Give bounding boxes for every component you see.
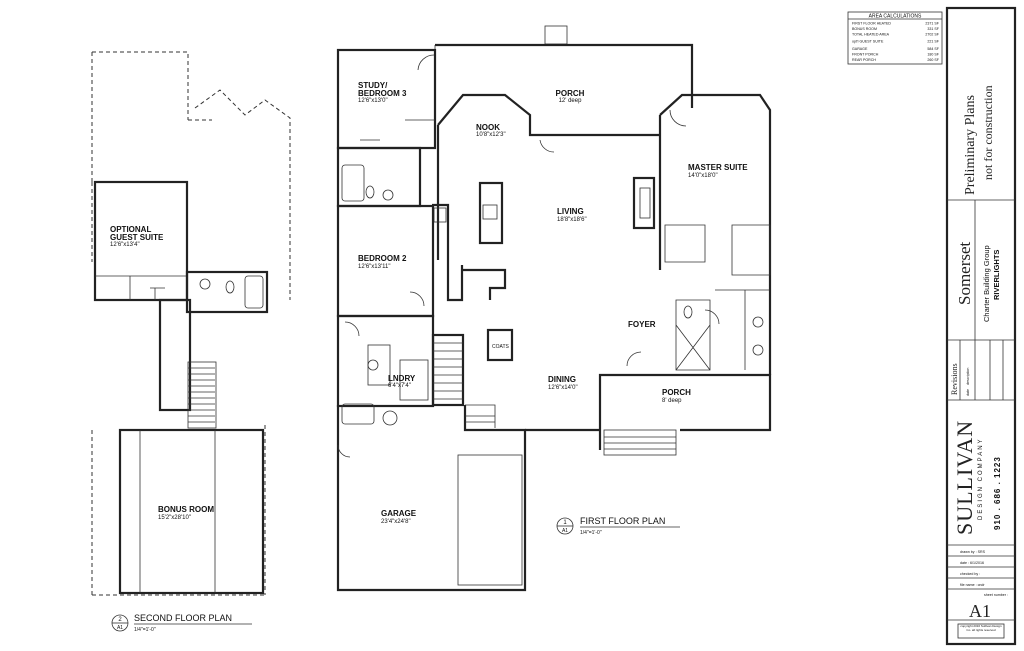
rev-date-header: date	[966, 389, 970, 396]
coats-label: COATS	[492, 344, 510, 350]
client-subdivision: RIVERLIGHTS	[992, 250, 1001, 300]
project-name: Somerset	[955, 241, 974, 305]
plan-number: 2	[118, 617, 122, 623]
rear-porch-label: PORCH	[556, 89, 585, 98]
dining-label: DINING	[548, 375, 576, 384]
area-row-value: 260 SF	[927, 58, 939, 62]
bonus-room-walls	[118, 428, 265, 595]
nook-label: NOOK	[476, 123, 500, 132]
sheet-number: A1	[969, 601, 991, 621]
checked-by: checked by :	[960, 572, 980, 576]
master-suite-label: MASTER SUITE	[688, 163, 748, 172]
chimney	[544, 25, 568, 45]
guest-suite-walls	[93, 180, 189, 302]
study-label-2: BEDROOM 3	[358, 89, 407, 98]
first-floor-plan: STUDY/ BEDROOM 3 12'6"x13'0" PORCH 12' d…	[336, 25, 772, 592]
company-subtitle: DESIGN COMPANY	[978, 437, 984, 520]
front-porch-label: PORCH	[662, 388, 691, 397]
guest-suite-label-2: GUEST SUITE	[110, 233, 164, 242]
laundry-dim: 6'4"x7'4"	[388, 383, 411, 389]
file-name: file name : cndr	[960, 583, 985, 587]
kitchen-island	[478, 181, 504, 245]
area-row-label: TOTAL HEATED AREA	[852, 32, 890, 36]
guest-bath-walls	[185, 270, 269, 314]
area-row-label: BONUS ROOM	[852, 27, 877, 31]
rev-desc-header: description	[966, 368, 970, 385]
area-row-value: 2702 SF	[925, 32, 939, 36]
second-floor-plan: OPTIONAL GUEST SUITE 12'6"x13'4" BONUS R…	[91, 51, 291, 633]
garage-dim: 23'4"x24'8"	[381, 519, 411, 525]
company-phone: 910 . 686 . 1223	[993, 456, 1002, 530]
drawing-date: date : 6/1/2016	[960, 561, 984, 565]
bedroom2-label: BEDROOM 2	[358, 254, 407, 263]
bonus-room-dim: 15'2"x28'10"	[158, 515, 191, 521]
area-row-value: 2371 SF	[925, 22, 939, 26]
plan-sheet-ref: A1	[117, 625, 123, 631]
bedroom2-dim: 12'6"x13'11"	[358, 264, 390, 270]
first-floor-title: FIRST FLOOR PLAN	[580, 516, 665, 526]
prelim-plans-text: Preliminary Plans	[963, 95, 978, 195]
front-porch-dim: 8' deep	[662, 398, 682, 404]
area-row-value: 331 SF	[927, 27, 939, 31]
title-block: Preliminary Plans not for construction S…	[945, 6, 1017, 646]
area-row-value: 180 SF	[927, 53, 939, 57]
area-row-value: 584 SF	[927, 47, 939, 51]
dining-dim: 12'6"x14'0"	[548, 385, 578, 391]
master-suite-dim: 14'0"x18'0"	[688, 173, 718, 179]
first-plan-sheet-ref: A1	[562, 528, 568, 534]
client-name: Charter Building Group	[982, 245, 991, 322]
rear-porch-dim: 12' deep	[559, 98, 582, 104]
sheet-number-label: sheet number :	[984, 593, 1008, 597]
garage-label: GARAGE	[381, 509, 417, 518]
area-calc-title: AREA CALCULATIONS	[869, 14, 922, 20]
company-logo: SULLIVAN	[952, 420, 977, 535]
laundry-label: LNDRY	[388, 374, 416, 383]
area-row-label: REAR PORCH	[852, 58, 876, 62]
guest-suite-label: OPTIONAL	[110, 225, 151, 234]
area-row-value: 221 SF	[927, 40, 939, 44]
revisions-label: Revisions	[950, 363, 959, 395]
study-dim: 12'6"x13'0"	[358, 98, 388, 104]
area-row-label: FIRST FLOOR HEATED	[852, 22, 891, 26]
second-floor-scale: 1/4"=1'-0"	[134, 627, 156, 633]
foyer-label: FOYER	[628, 320, 656, 329]
living-label: LIVING	[557, 207, 584, 216]
study-label: STUDY/	[358, 81, 388, 90]
bonus-room-label: BONUS ROOM	[158, 505, 214, 514]
area-row-label: opt'l GUEST SUITE	[852, 40, 884, 44]
not-for-construction-text: not for construction	[981, 85, 995, 180]
second-floor-title: SECOND FLOOR PLAN	[134, 613, 232, 623]
area-row-label: GARAGE	[852, 47, 868, 51]
drawn-by: drawn by : SRS	[960, 550, 986, 554]
copyright-notice: copyright 2016 Sullivan Design Co. all r…	[960, 625, 1002, 632]
first-floor-scale: 1/4"=1'-0"	[580, 530, 602, 536]
area-calculations: AREA CALCULATIONS FIRST FLOOR HEATED 2371…	[847, 11, 943, 65]
area-row-label: FRONT PORCH	[852, 53, 879, 57]
fireplace	[632, 176, 656, 230]
living-dim: 18'8"x18'6"	[557, 217, 587, 223]
guest-suite-dim: 12'6"x13'4"	[110, 242, 140, 248]
first-plan-number: 1	[563, 520, 567, 526]
nook-dim: 10'8"x12'3"	[476, 132, 506, 138]
